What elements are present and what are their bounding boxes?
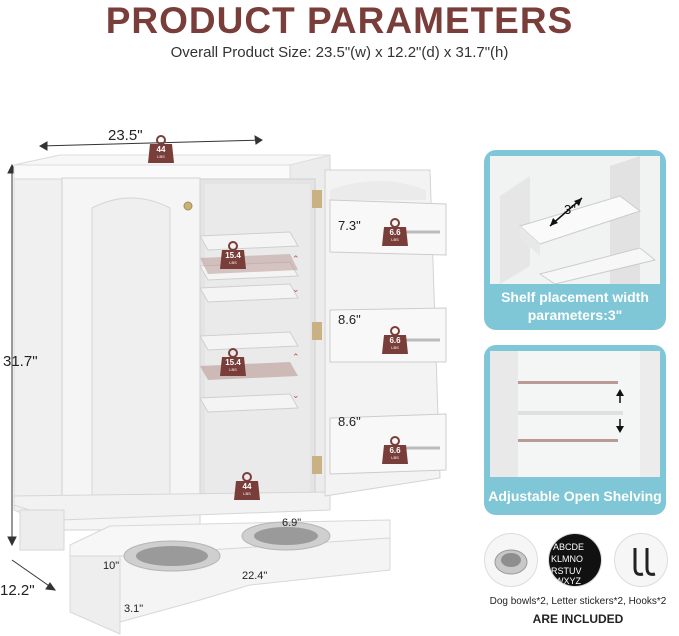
accessories-list: Dog bowls*2, Letter stickers*2, Hooks*2	[489, 596, 667, 607]
cabinet-body: ⌃ ⌄ ⌃ ⌄	[13, 154, 447, 551]
svg-text:WXYZ: WXYZ	[555, 576, 582, 586]
kettlebell-icon	[234, 472, 260, 500]
shelf-closeup-illustration	[490, 156, 660, 285]
depth-label: 12.2"	[0, 582, 35, 599]
adjustable-shelving-panel: Adjustable Open Shelving	[484, 345, 666, 515]
stand-width-label: 22.4"	[242, 570, 268, 582]
kettlebell-icon	[382, 218, 408, 246]
adjustable-shelving-caption: Adjustable Open Shelving	[488, 488, 662, 504]
bowl-width-label: 6.9"	[282, 517, 302, 529]
shelf-width-photo: 3"	[490, 156, 660, 285]
svg-text:⌄: ⌄	[292, 284, 300, 294]
kettlebell-icon	[382, 436, 408, 464]
product-size-subtitle: Overall Product Size: 23.5"(w) x 12.2"(d…	[170, 44, 509, 61]
kettlebell-icon	[220, 348, 246, 376]
svg-text:RSTUV: RSTUV	[551, 566, 582, 576]
stand-height-label: 3.1"	[124, 603, 144, 615]
width-label: 23.5"	[108, 127, 143, 144]
dog-bowl-icon	[484, 533, 538, 587]
svg-text:KLMNO: KLMNO	[551, 554, 583, 564]
dog-feeder-stand	[69, 519, 391, 635]
adjustable-shelf-illustration	[490, 351, 660, 477]
door-shelf-spacing-1: 7.3"	[338, 218, 361, 233]
shelf-width-panel: 3" Shelf placement width parameters:3"	[484, 150, 666, 330]
adjustable-shelving-photo	[490, 351, 660, 477]
kettlebell-icon	[382, 326, 408, 354]
svg-text:⌃: ⌃	[292, 352, 300, 362]
shelf-width-caption-line2: parameters:3"	[527, 307, 623, 323]
shelf-width-measure: 3"	[564, 202, 576, 217]
height-label: 31.7"	[3, 353, 38, 370]
stand-depth-label: 10"	[103, 560, 120, 572]
svg-text:⌃: ⌃	[292, 254, 300, 264]
kettlebell-icon	[148, 135, 174, 163]
door-shelf-spacing-3: 8.6"	[338, 414, 361, 429]
svg-text:ABCDE: ABCDE	[553, 542, 584, 552]
kettlebell-icon	[220, 241, 246, 269]
shelf-width-caption-line1: Shelf placement width	[501, 289, 649, 305]
hook-icon	[614, 533, 668, 587]
svg-text:⌄: ⌄	[292, 390, 300, 400]
accessories-included: ARE INCLUDED	[532, 612, 624, 626]
page-title: PRODUCT PARAMETERS	[105, 0, 574, 41]
door-shelf-spacing-2: 8.6"	[338, 312, 361, 327]
